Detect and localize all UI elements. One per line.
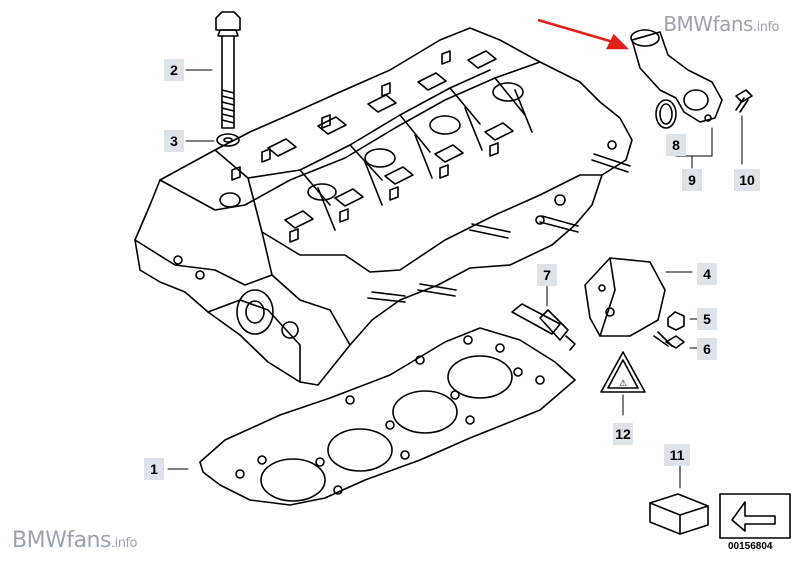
watermark-top-brand: BMWfans xyxy=(663,12,753,36)
head-gasket xyxy=(199,327,576,506)
cover-bracket xyxy=(584,257,666,337)
callout-7: 7 xyxy=(537,264,557,286)
hex-nut xyxy=(667,311,685,331)
red-arrow xyxy=(537,18,630,50)
hex-bolt xyxy=(653,331,685,349)
callout-2: 2 xyxy=(164,59,184,81)
callout-5: 5 xyxy=(697,308,717,330)
o-ring xyxy=(655,99,677,129)
callout-1: 1 xyxy=(144,458,164,480)
callout-3: 3 xyxy=(164,130,184,152)
watermark-bottom: BMWfans.info xyxy=(12,528,137,553)
watermark-top-suffix: .info xyxy=(752,20,780,35)
callout-4: 4 xyxy=(697,263,717,285)
parts-box xyxy=(649,493,709,535)
watermark-bottom-suffix: .info xyxy=(110,536,138,551)
callout-10: 10 xyxy=(734,169,760,191)
coolant-flange xyxy=(630,29,723,123)
callout-11: 11 xyxy=(664,444,690,466)
watermark-top: BMWfans.info xyxy=(663,12,779,36)
flange-bolt xyxy=(735,89,753,113)
document-number: 00156804 xyxy=(728,541,773,552)
callout-6: 6 xyxy=(697,338,717,360)
warning-label: ⚠ xyxy=(600,351,646,393)
temperature-sensor xyxy=(511,303,576,351)
page-arrow-symbol xyxy=(719,493,791,539)
svg-text:⚠: ⚠ xyxy=(619,379,627,389)
watermark-bottom-brand: BMWfans xyxy=(12,528,111,553)
cylinder-head-bolt xyxy=(215,11,241,129)
callout-12: 12 xyxy=(613,423,633,445)
washer xyxy=(216,133,240,147)
callout-8: 8 xyxy=(666,134,686,156)
cylinder-head xyxy=(134,27,633,386)
callout-9: 9 xyxy=(682,169,702,191)
